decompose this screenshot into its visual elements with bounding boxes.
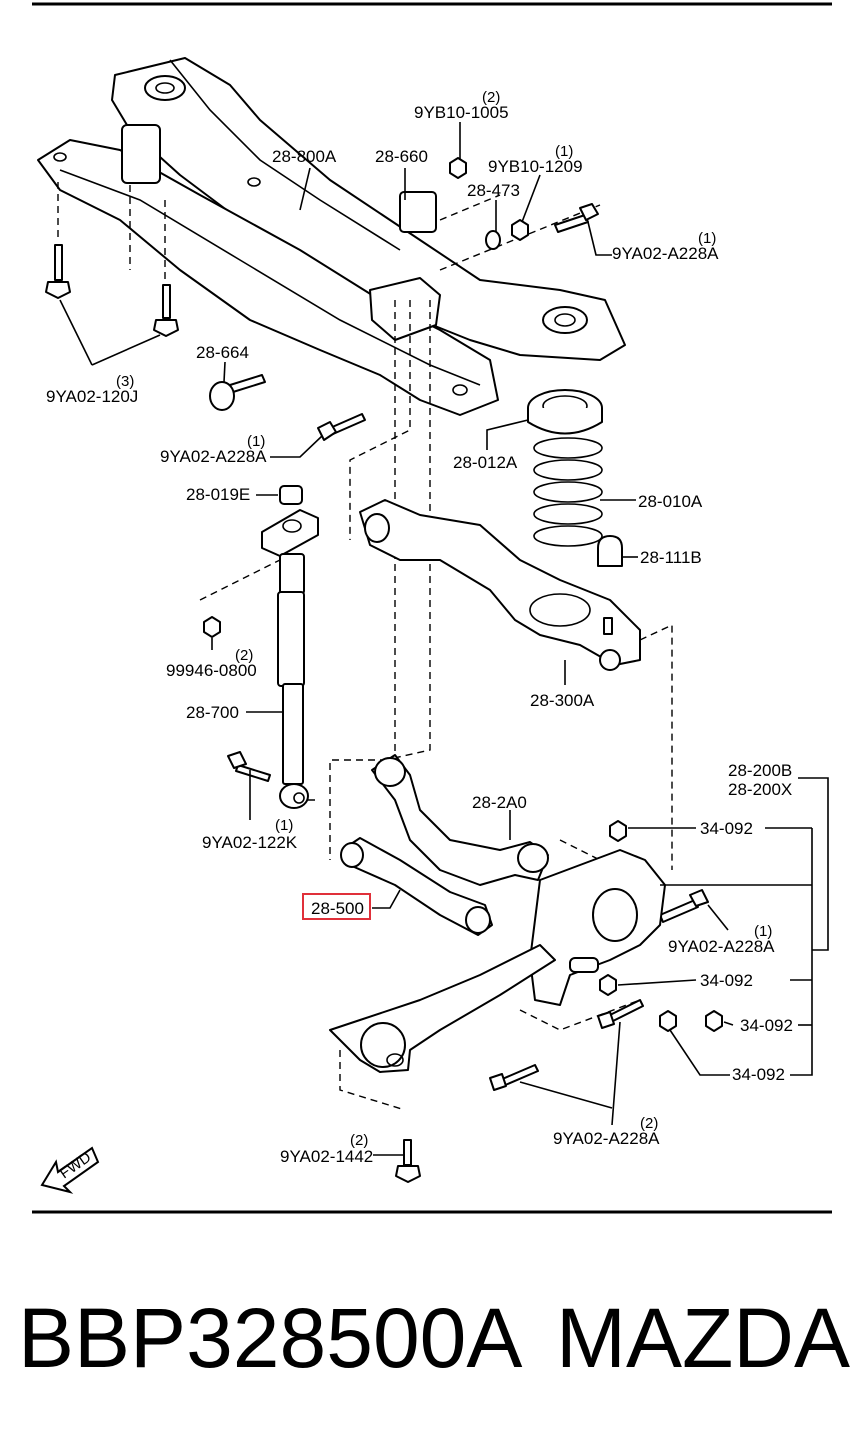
label-28-660: 28-660 <box>375 147 428 166</box>
qty-9ya02-a228a-top: (1) <box>698 230 716 247</box>
label-28-111b: 28-111B <box>640 548 702 567</box>
caption: BBP328500A MAZDA <box>0 1290 864 1400</box>
label-34-092-a: 34-092 <box>700 819 753 838</box>
qty-9yb10-1005: (2) <box>482 89 500 106</box>
upper-arm <box>371 754 549 886</box>
qty-9ya02-a228a-mid: (1) <box>247 433 265 450</box>
highlight-box-28-500 <box>302 893 371 920</box>
label-28-019e: 28-019E <box>186 485 250 504</box>
spring-assembly <box>527 389 623 567</box>
part-number: BBP328500A <box>18 1291 523 1385</box>
label-9ya02-a228a-right: 9YA02-A228A <box>668 937 775 956</box>
qty-9ya02-a228a-bottom: (2) <box>640 1115 658 1132</box>
fwd-arrow-icon: FWD <box>40 1146 100 1194</box>
label-34-092-c: 34-092 <box>740 1016 793 1035</box>
label-28-500: 28-500 <box>311 899 364 918</box>
label-9yb10-1209: 9YB10-1209 <box>488 157 583 176</box>
label-28-200b: 28-200B <box>728 761 792 780</box>
qty-9ya02-122k: (1) <box>275 817 293 834</box>
lateral-link-28-500 <box>340 837 493 936</box>
knuckle-trailing-arm <box>329 849 666 1073</box>
qty-9yb10-1209: (1) <box>555 143 573 160</box>
label-28-700: 28-700 <box>186 703 239 722</box>
crossmember-drawing <box>37 57 626 416</box>
label-28-010a: 28-010A <box>638 492 703 511</box>
label-28-473: 28-473 <box>467 181 520 200</box>
label-28-012a: 28-012A <box>453 453 518 472</box>
label-28-300a: 28-300A <box>530 691 595 710</box>
callout-labels: (2) 9YB10-1005 28-800A 28-660 (1) 9YB10-… <box>46 89 793 1166</box>
label-28-664: 28-664 <box>196 343 249 362</box>
hardware-parts <box>45 157 723 1183</box>
label-34-092-b: 34-092 <box>700 971 753 990</box>
label-9ya02-122k: 9YA02-122K <box>202 833 298 852</box>
exploded-parts-diagram: FWD (2 <box>32 2 832 1214</box>
lower-arm <box>359 499 641 671</box>
brand-name: MAZDA <box>556 1291 850 1385</box>
label-28-800a: 28-800A <box>272 147 337 166</box>
shock-absorber <box>261 509 319 809</box>
label-9ya02-a228a-bottom: 9YA02-A228A <box>553 1129 660 1148</box>
qty-99946-0800: (2) <box>235 647 253 664</box>
qty-9ya02-a228a-right: (1) <box>754 923 772 940</box>
leader-lines <box>59 122 829 1156</box>
label-9ya02-a228a-mid: 9YA02-A228A <box>160 447 267 466</box>
label-34-092-d: 34-092 <box>732 1065 785 1084</box>
qty-9ya02-1442: (2) <box>350 1132 368 1149</box>
label-9ya02-1442: 9YA02-1442 <box>280 1147 373 1166</box>
label-28-2a0: 28-2A0 <box>472 793 527 812</box>
label-99946-0800: 99946-0800 <box>166 661 257 680</box>
label-28-200x: 28-200X <box>728 780 792 799</box>
label-9ya02-120j: 9YA02-120J <box>46 387 138 406</box>
qty-9ya02-120j: (3) <box>116 373 134 390</box>
label-9ya02-a228a-top: 9YA02-A228A <box>612 244 719 263</box>
label-9yb10-1005: 9YB10-1005 <box>414 103 509 122</box>
